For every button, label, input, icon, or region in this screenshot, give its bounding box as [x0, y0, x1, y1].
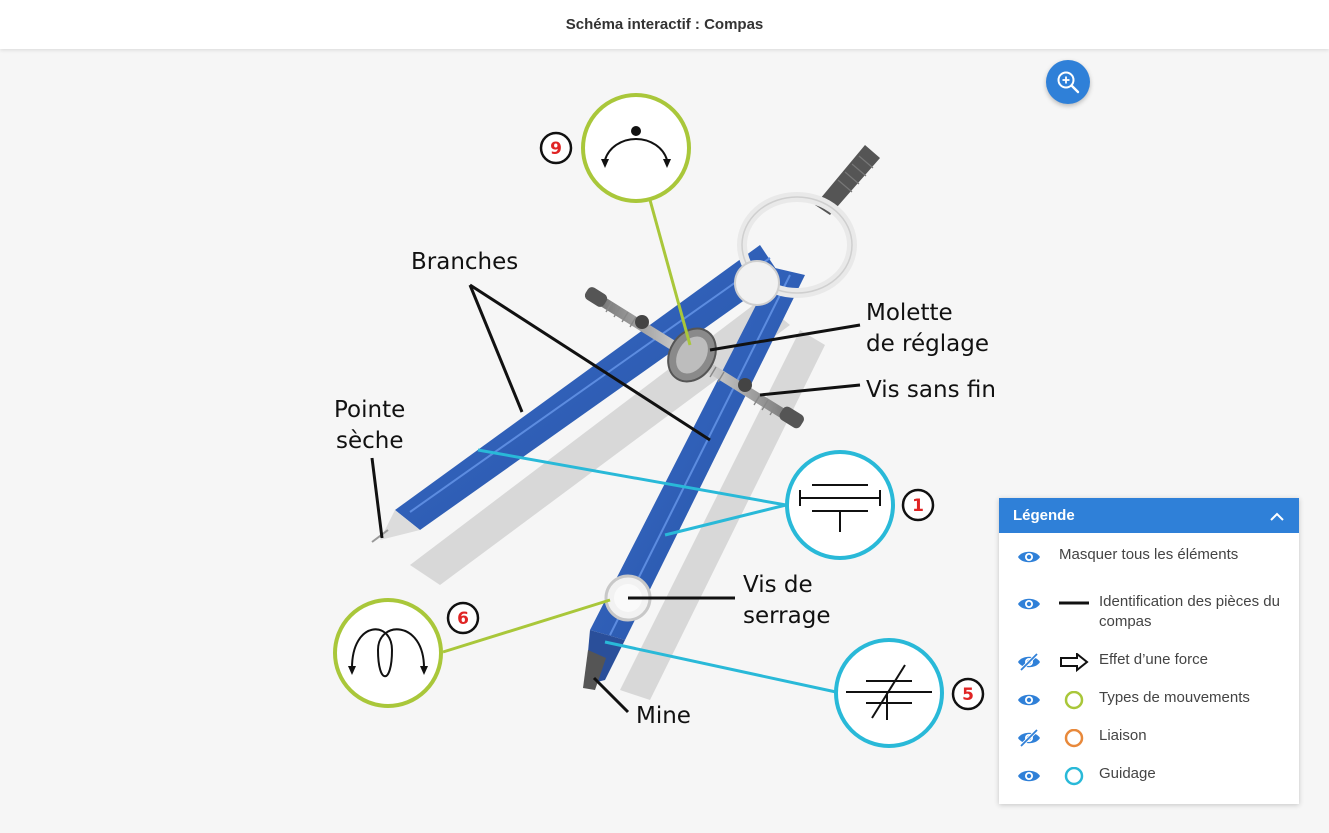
eye-off-icon[interactable] [1017, 729, 1041, 747]
movement-symbol-rotation[interactable] [581, 93, 691, 203]
badge-9: 9 [539, 131, 573, 165]
badge-1: 1 [901, 488, 935, 522]
eye-icon[interactable] [1017, 595, 1041, 613]
compass-diagram: 9 6 1 [333, 93, 996, 748]
eye-off-icon[interactable] [1017, 653, 1041, 671]
top-bar: Schéma interactif : Compas [0, 0, 1329, 49]
label-vis-serrage-line1: Vis de [743, 572, 813, 598]
orange-circle-icon [1064, 729, 1084, 748]
guidage-lines [477, 448, 837, 694]
svg-text:9: 9 [550, 139, 562, 159]
cyan-circle-icon [1064, 767, 1084, 786]
label-molette-line1: Molette [866, 300, 953, 326]
badge-6: 6 [446, 601, 480, 635]
adjustment-wheel[interactable] [659, 320, 726, 391]
label-molette-line2: de réglage [866, 331, 989, 357]
legend-header[interactable]: Légende [999, 498, 1299, 533]
label-pointe-line1: Pointe [334, 397, 405, 423]
diagram-stage: 9 6 1 [0, 50, 1329, 833]
zoom-in-icon [1057, 71, 1080, 94]
left-branch[interactable] [371, 245, 780, 543]
legend-panel: Légende Masquer tous les éléments Identi… [999, 498, 1299, 804]
label-vis-serrage-line2: serrage [743, 603, 831, 629]
guidage-symbol-5[interactable] [834, 638, 944, 748]
legend-title: Légende [1013, 507, 1075, 524]
legend-label: Identification des pièces du compas [1099, 593, 1280, 630]
zoom-button[interactable] [1046, 60, 1090, 104]
legend-label: Types de mouvements [1099, 689, 1250, 706]
right-branch[interactable] [583, 268, 805, 690]
badge-5: 5 [951, 677, 985, 711]
guidage-symbol-1[interactable] [785, 450, 895, 560]
chevron-up-icon[interactable] [1269, 511, 1285, 521]
label-pointe-line2: sèche [336, 428, 404, 454]
green-circle-icon [1064, 691, 1084, 710]
line-symbol-icon [1059, 601, 1089, 605]
page-title: Schéma interactif : Compas [565, 16, 764, 33]
movement-symbol-helical[interactable] [333, 598, 443, 708]
label-branches: Branches [411, 249, 518, 275]
svg-text:5: 5 [962, 685, 974, 705]
identification-lines [370, 283, 861, 714]
eye-icon[interactable] [1017, 767, 1041, 785]
svg-text:1: 1 [912, 496, 924, 516]
svg-text:6: 6 [457, 609, 469, 629]
arrow-symbol-icon [1060, 653, 1089, 673]
eye-icon[interactable] [1017, 548, 1041, 566]
movement-lines [442, 199, 692, 654]
legend-label: Effet d’une force [1099, 651, 1208, 668]
label-mine: Mine [636, 703, 691, 729]
compass-handle[interactable] [734, 145, 880, 306]
legend-label: Liaison [1099, 727, 1147, 744]
label-vis-sans-fin: Vis sans fin [866, 377, 996, 403]
legend-label: Masquer tous les éléments [1059, 546, 1239, 563]
legend-label: Guidage [1099, 765, 1156, 782]
eye-icon[interactable] [1017, 691, 1041, 709]
